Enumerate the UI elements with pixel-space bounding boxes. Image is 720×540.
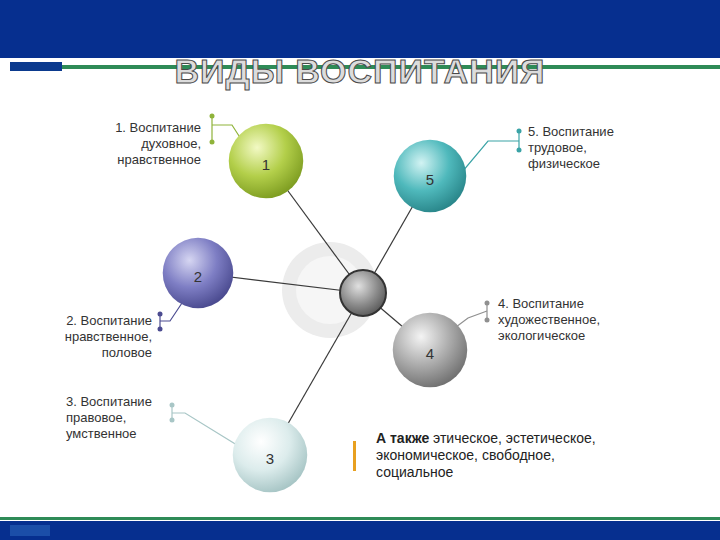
sphere-number: 5 — [393, 171, 467, 188]
type-label: 4. Воспитание художественное, экологичес… — [498, 296, 614, 344]
note-block: А также этическое, эстетическое, экономи… — [376, 430, 596, 481]
sphere-node: 1 — [228, 123, 304, 199]
sphere-node: 2 — [162, 237, 234, 309]
type-label: 3. Воспитание правовое, умственное — [66, 394, 158, 442]
sphere-number: 4 — [392, 345, 468, 362]
type-label: 5. Воспитание трудовое, физическое — [528, 124, 620, 172]
type-label: 1. Воспитание духовное, нравственное — [93, 120, 201, 168]
sphere-node: 4 — [392, 312, 468, 388]
sphere-node: 5 — [393, 139, 467, 213]
note-lead: А также — [376, 430, 429, 446]
sphere-number: 3 — [232, 450, 308, 467]
sphere-node: 3 — [232, 417, 308, 493]
type-label: 2. Воспитание нравственное, половое — [46, 313, 152, 361]
title: ВИДЫ ВОСПИТАНИЯ — [0, 52, 720, 91]
sphere-number: 1 — [228, 156, 304, 173]
sphere-number: 2 — [162, 268, 234, 285]
